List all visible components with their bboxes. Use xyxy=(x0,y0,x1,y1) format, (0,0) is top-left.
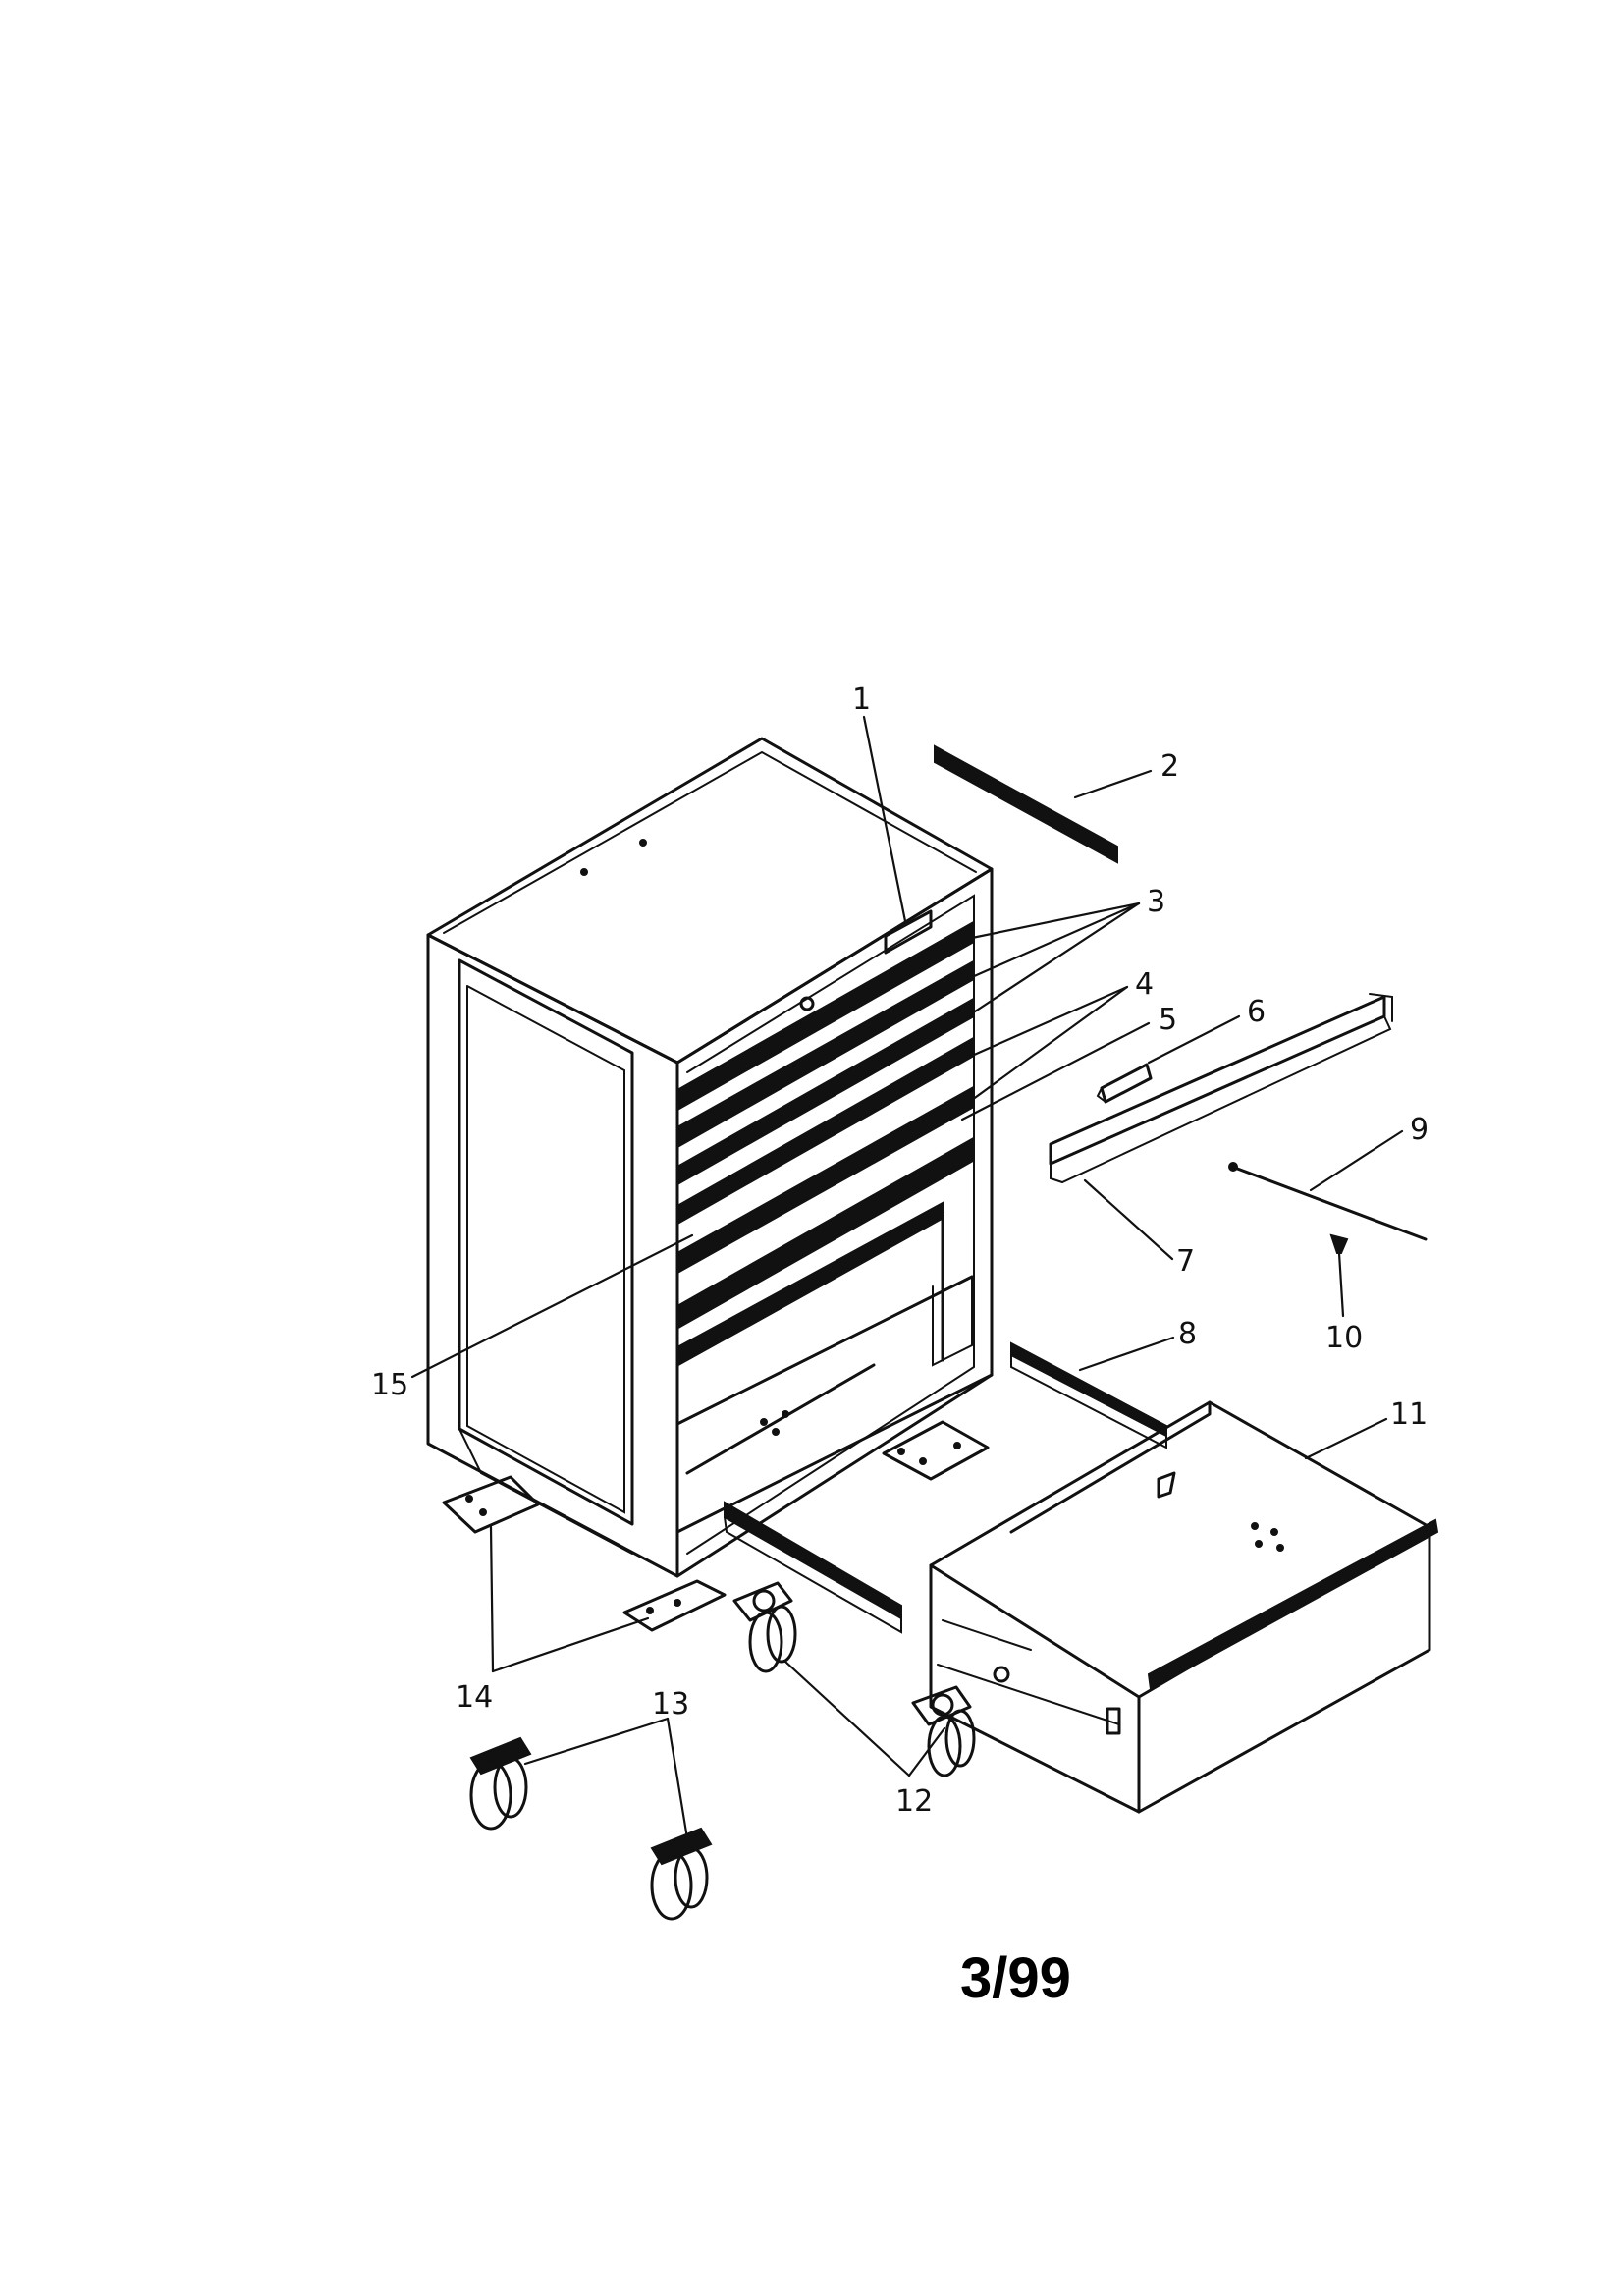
callout-12: 12 xyxy=(895,1784,933,1819)
drawer-slide xyxy=(1010,1341,1167,1449)
callout-6: 6 xyxy=(1247,995,1266,1029)
callout-1: 1 xyxy=(852,683,871,717)
swivel-caster-b xyxy=(911,1685,976,1777)
slide-rail xyxy=(1049,993,1393,1184)
callout-4: 4 xyxy=(1135,967,1154,1002)
screw xyxy=(1329,1233,1349,1254)
callout-11: 11 xyxy=(1390,1397,1428,1432)
callout-10: 10 xyxy=(1325,1321,1363,1355)
revision-date: 3/99 xyxy=(960,1946,1071,2010)
top-rail xyxy=(934,744,1118,864)
brake-caster-b xyxy=(650,1827,713,1921)
callout-5: 5 xyxy=(1159,1003,1177,1037)
drawer-bracket xyxy=(1096,1063,1153,1104)
callout-2: 2 xyxy=(1160,749,1179,784)
callout-8: 8 xyxy=(1178,1317,1197,1351)
bottom-slide xyxy=(724,1501,902,1634)
swivel-caster-a xyxy=(732,1581,797,1673)
mounting-plate-left xyxy=(442,1475,540,1534)
rod xyxy=(1228,1162,1428,1241)
callout-3: 3 xyxy=(1147,885,1165,919)
callout-7: 7 xyxy=(1176,1244,1195,1279)
brake-caster-a xyxy=(469,1736,532,1831)
callout-9: 9 xyxy=(1410,1113,1429,1147)
callout-14: 14 xyxy=(456,1680,493,1715)
callout-15: 15 xyxy=(371,1368,408,1402)
tool-cabinet xyxy=(426,737,994,1578)
mounting-plate-front xyxy=(622,1579,727,1632)
mounting-plate-rear xyxy=(882,1420,990,1481)
callouts: 1 2 3 4 5 6 7 8 9 10 11 12 13 14 15 xyxy=(371,683,1429,1819)
drawer xyxy=(929,1400,1439,1814)
leader-lines xyxy=(410,715,1404,1840)
callout-13: 13 xyxy=(652,1687,689,1722)
